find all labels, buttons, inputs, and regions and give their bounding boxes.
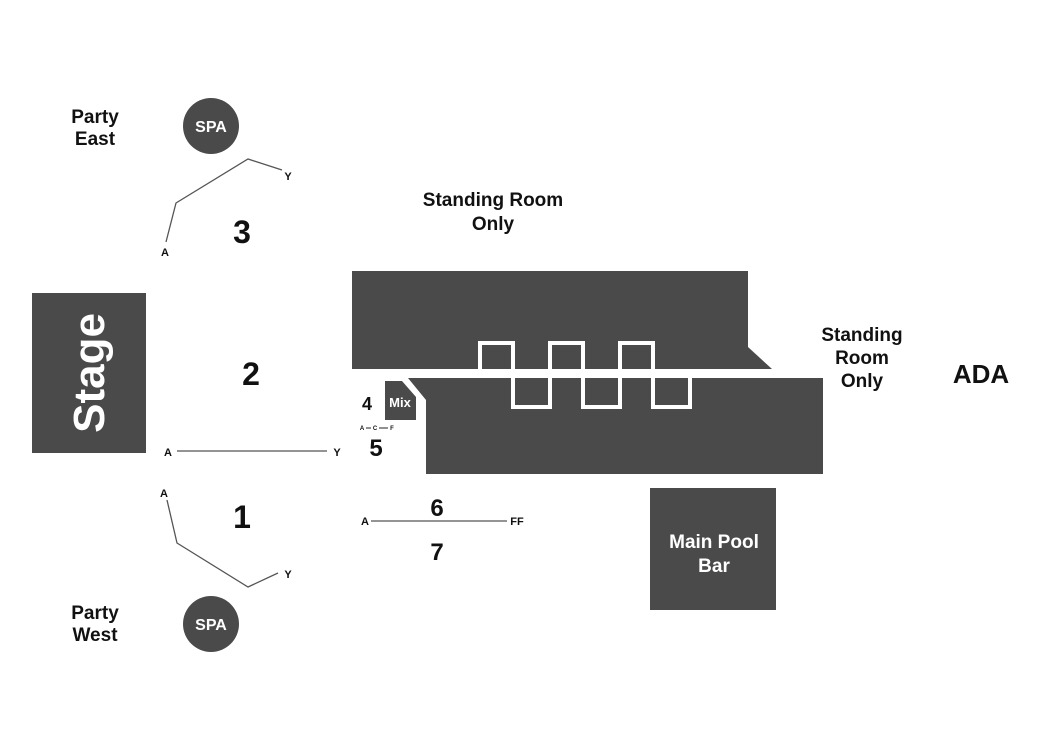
section-1-row-end: Y — [284, 569, 292, 581]
section-2-row-end: Y — [333, 447, 341, 459]
spa-east-circle[interactable] — [183, 98, 239, 154]
party-east-label-line2: East — [75, 129, 116, 150]
standing-room-right-line2: Room — [835, 348, 889, 369]
mix-booth: Mix — [385, 381, 416, 420]
section-2-row-start: A — [164, 447, 172, 459]
stage-label: Stage — [65, 313, 114, 433]
spa-west-circle[interactable] — [183, 596, 239, 652]
section-4-number[interactable]: 4 — [362, 394, 372, 414]
section-1-number: 1 — [233, 499, 251, 535]
main-pool-bar-line1: Main Pool — [669, 532, 759, 553]
pool-standing-area[interactable] — [352, 271, 823, 474]
section-7-number[interactable]: 7 — [430, 539, 443, 566]
section-2-number: 2 — [242, 356, 260, 392]
section-5-row-end: F — [390, 426, 394, 432]
section-5-row-mid: C — [373, 426, 378, 432]
section-3-row-end: Y — [284, 171, 292, 183]
main-pool-bar-block[interactable] — [650, 488, 776, 610]
section-5-row-start: A — [360, 426, 365, 432]
party-west-label-line1: Party — [71, 603, 119, 624]
section-3-number: 3 — [233, 214, 251, 250]
section-1-row-line — [166, 499, 279, 588]
standing-room-top-line2: Only — [472, 214, 515, 235]
section-6-row-start: A — [361, 516, 369, 528]
standing-room-top-line1: Standing Room — [423, 190, 563, 211]
section-3[interactable]: A Y 3 — [161, 158, 292, 259]
standing-room-right-line1: Standing — [821, 325, 902, 346]
section-3-row-line — [165, 158, 283, 243]
spa-east-label: SPA — [195, 119, 227, 136]
section-6[interactable]: 6 A FF — [361, 495, 524, 528]
main-pool-bar[interactable]: Main Pool Bar — [650, 488, 776, 610]
pool-zigzag-divider — [352, 341, 823, 409]
standing-room-right-line3: Only — [841, 371, 884, 392]
spa-east[interactable]: SPA — [183, 98, 239, 154]
section-5[interactable]: A C F 5 — [360, 426, 394, 462]
stage-block — [32, 293, 146, 453]
mix-block — [385, 381, 416, 420]
main-pool-bar-line2: Bar — [698, 556, 730, 577]
section-3-row-start: A — [161, 247, 169, 259]
spa-west-label: SPA — [195, 617, 227, 634]
section-1-row-start: A — [160, 488, 168, 500]
pool-upper-block[interactable] — [352, 271, 772, 369]
section-2[interactable]: 2 A Y — [164, 356, 341, 459]
section-5-number: 5 — [369, 435, 382, 462]
spa-west[interactable]: SPA — [183, 596, 239, 652]
section-6-number: 6 — [430, 495, 443, 522]
section-1[interactable]: A Y 1 — [160, 488, 292, 588]
stage: Stage — [32, 293, 146, 453]
pool-lower-block[interactable] — [408, 378, 823, 474]
party-east-label-line1: Party — [71, 107, 119, 128]
party-west-label-line2: West — [72, 625, 118, 646]
ada-label[interactable]: ADA — [953, 359, 1010, 389]
section-6-row-end: FF — [510, 516, 524, 528]
mix-label: Mix — [389, 395, 411, 410]
